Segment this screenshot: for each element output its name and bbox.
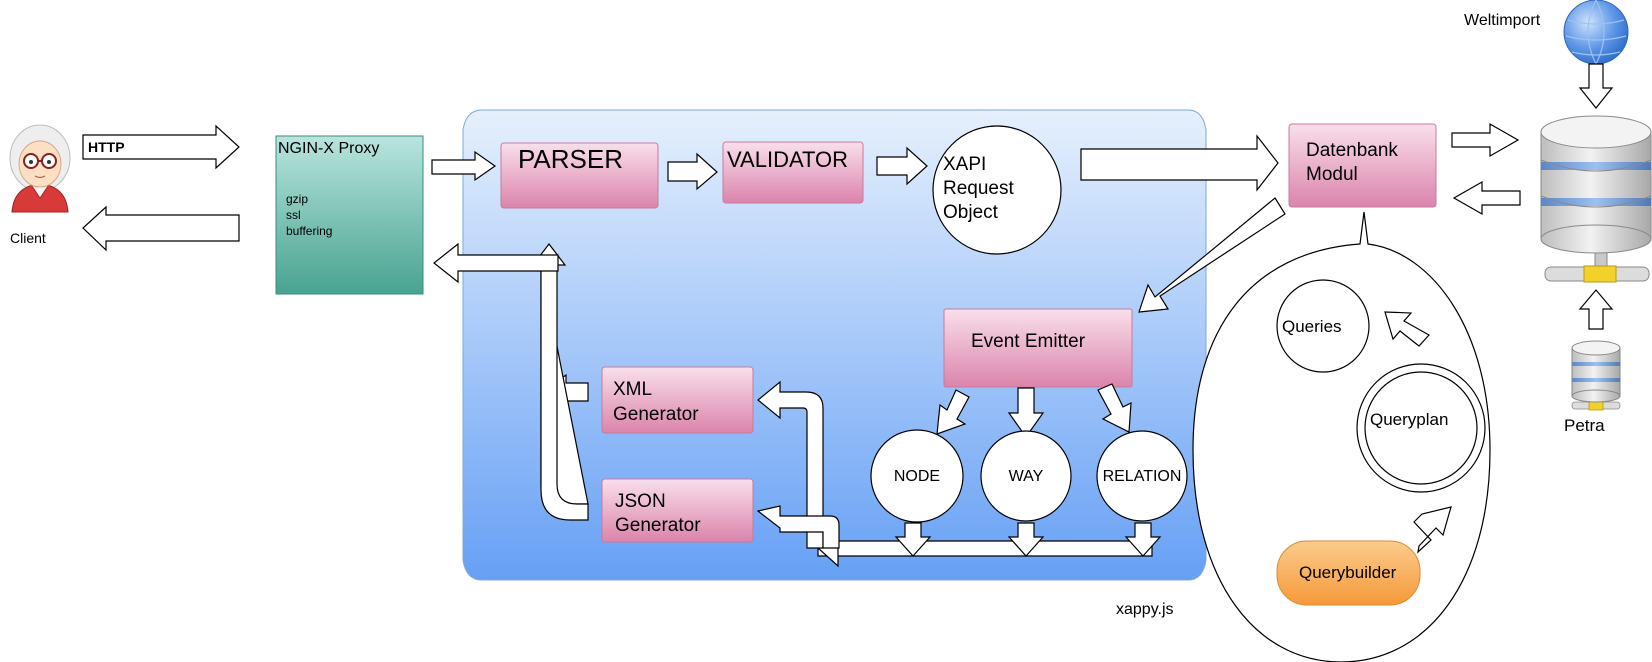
app-name-label: xappy.js <box>1116 601 1174 618</box>
parser-label: PARSER <box>518 144 623 174</box>
emitter-to-relation-arrow <box>1097 383 1132 433</box>
parser-to-validator-arrow <box>667 152 718 191</box>
event-emitter-label: Event Emitter <box>971 331 1086 352</box>
return-vertical-pipe <box>540 262 589 521</box>
database-to-emitter-arrow <box>1138 197 1286 313</box>
module-to-db-arrow <box>1451 122 1520 158</box>
client-avatar <box>9 124 71 213</box>
relation-down-arrow <box>1124 522 1162 557</box>
petra-label: Petra <box>1564 416 1605 435</box>
validator-box <box>722 141 864 204</box>
json-generator-line-2: Generator <box>615 515 701 536</box>
database-module-line-1: Datenbank <box>1306 140 1398 161</box>
request-object-circle <box>932 125 1062 255</box>
json-generator-line-1: JSON <box>615 491 666 512</box>
globe-icon <box>1563 0 1629 65</box>
world-import-down-arrow <box>1578 63 1614 109</box>
xml-generator-line-1: XML <box>613 379 652 400</box>
database-server-icon <box>1540 115 1652 283</box>
database-icon <box>1571 340 1621 411</box>
parser-box <box>500 142 659 209</box>
database-module-box <box>1288 123 1437 208</box>
validator-label: VALIDATOR <box>727 147 848 172</box>
proxy-feature-gzip: gzip <box>286 192 308 206</box>
validator-to-request-arrow <box>876 146 928 186</box>
xml-generator-line-2: Generator <box>613 404 699 425</box>
queries-label: Queries <box>1282 317 1342 336</box>
way-circle <box>980 430 1072 522</box>
database-module-line-2: Modul <box>1306 164 1358 185</box>
emitter-to-node-arrow <box>936 389 970 435</box>
queryplan-label: Queryplan <box>1370 410 1448 429</box>
http-label: HTTP <box>88 139 125 155</box>
relation-label: RELATION <box>1103 468 1182 485</box>
queries-circle <box>1276 279 1370 373</box>
request-object-line-3: Object <box>943 202 999 223</box>
querybuilder-label: Querybuilder <box>1299 563 1397 582</box>
request-object-line-2: Request <box>943 178 1014 199</box>
node-down-arrow <box>894 522 932 557</box>
way-down-arrow <box>1007 522 1045 557</box>
request-object-line-1: XAPI <box>943 154 986 175</box>
nginx-proxy-box <box>275 135 424 295</box>
emitter-to-way-arrow <box>1007 387 1045 439</box>
proxy-feature-ssl: ssl <box>286 208 301 222</box>
petra-up-arrow <box>1578 289 1614 330</box>
querybuilder-box <box>1276 540 1421 606</box>
world-import-label: Weltimport <box>1464 12 1541 29</box>
node-label: NODE <box>894 468 940 485</box>
node-circle <box>870 429 964 523</box>
json-generator-box <box>601 478 754 543</box>
querybuilder-to-queryplan-arrow <box>1413 506 1452 554</box>
event-emitter-box <box>943 308 1133 388</box>
return-to-proxy-arrow <box>433 242 559 284</box>
proxy-feature-buffering: buffering <box>286 224 332 238</box>
request-to-database-arrow <box>1080 134 1279 192</box>
queryplan-to-queries-arrow <box>1384 311 1430 347</box>
client-label: Client <box>10 230 46 246</box>
relation-circle <box>1096 430 1188 522</box>
http-request-arrow <box>82 124 240 170</box>
proxy-title: NGIN-X Proxy <box>278 140 379 157</box>
http-response-arrow <box>82 205 240 252</box>
db-to-module-arrow <box>1452 180 1521 216</box>
xml-generator-box <box>601 366 754 434</box>
pipe-to-json-generator <box>756 505 840 549</box>
queryplan-inner-circle <box>1364 371 1478 485</box>
way-label: WAY <box>1009 468 1044 485</box>
collector-bar <box>817 540 1153 557</box>
proxy-to-parser-arrow <box>431 150 497 182</box>
